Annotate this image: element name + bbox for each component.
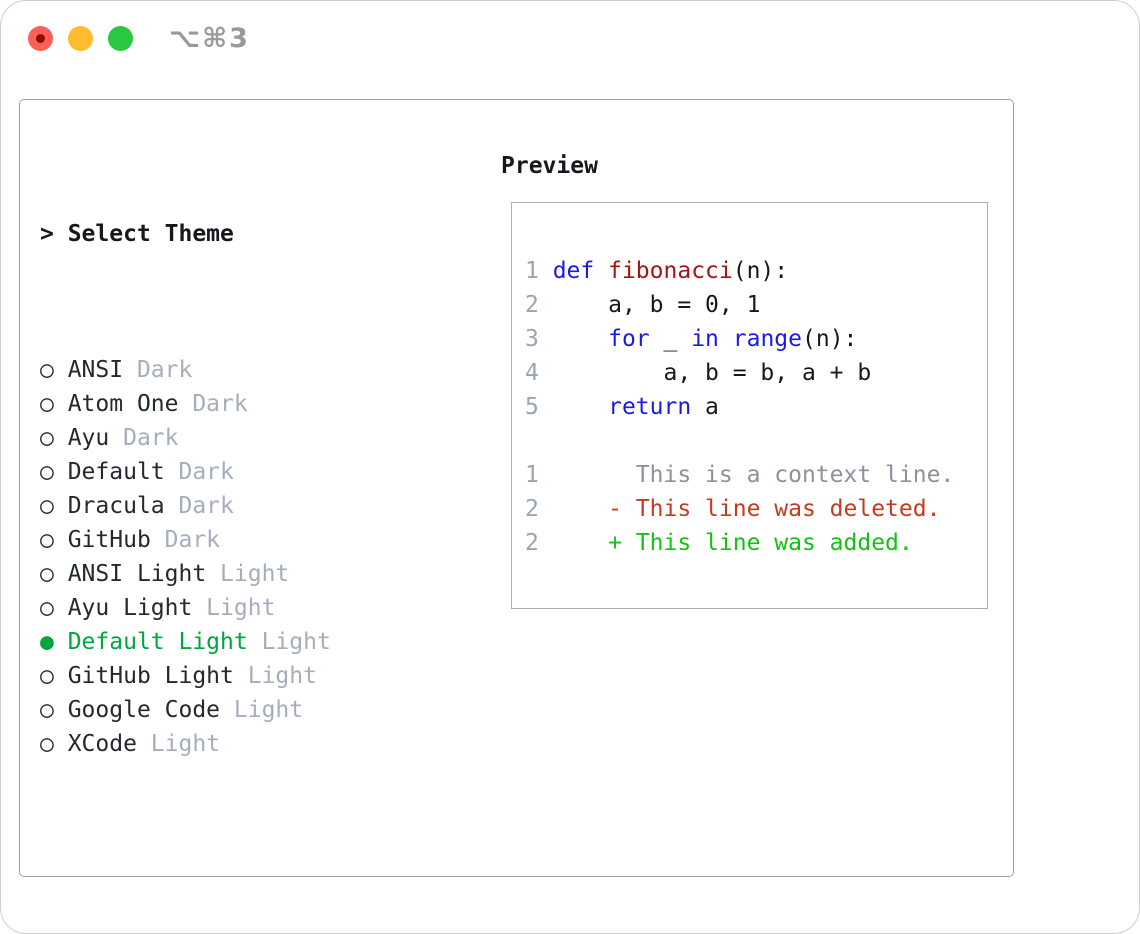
code-line: 5 return a (525, 394, 719, 420)
code-line: 4 a, b = b, a + b (525, 360, 872, 386)
preview-box: 1 def fibonacci(n): 2 a, b = 0, 1 3 for _ … (511, 202, 988, 609)
theme-option-github-light[interactable]: ○ GitHub Light Light (40, 659, 428, 693)
option-label: GitHub Light (67, 663, 234, 689)
close-button-dot-icon (36, 34, 45, 43)
option-variant: Light (192, 595, 276, 621)
radio-icon: ○ (40, 561, 68, 587)
select-theme-header: > Select Theme (40, 217, 428, 251)
option-variant: Dark (164, 459, 234, 485)
option-variant: Light (220, 697, 304, 723)
option-label: Ayu (67, 425, 110, 451)
radio-icon: ○ (40, 391, 68, 417)
option-label: Ayu Light (67, 595, 193, 621)
option-label: Default Light (67, 629, 248, 655)
theme-option-ansi[interactable]: ○ ANSI Dark (40, 353, 428, 387)
option-variant: Light (136, 731, 221, 757)
radio-icon: ○ (40, 425, 68, 451)
radio-selected-icon: ● (40, 629, 68, 655)
option-label: XCode (67, 731, 137, 757)
spacer (40, 863, 428, 897)
code-line: 2 + This line was added. (525, 530, 913, 556)
theme-option-ansi-light[interactable]: ○ ANSI Light Light (40, 557, 428, 591)
radio-icon: ○ (40, 595, 68, 621)
code-line (525, 424, 954, 458)
option-variant: Light (247, 629, 331, 655)
radio-icon: ○ (40, 357, 68, 383)
select-theme-label: Select Theme (67, 221, 234, 247)
option-variant: Dark (150, 527, 221, 553)
titlebar[interactable]: ⌥⌘3 (1, 1, 1139, 73)
option-label: Dracula (67, 493, 165, 519)
radio-icon: ○ (40, 459, 68, 485)
preview-header: Preview (501, 153, 598, 179)
code-line: 1 def fibonacci(n): (525, 258, 789, 284)
radio-icon: ○ (40, 697, 68, 723)
option-variant: Light (233, 663, 317, 689)
radio-icon: ○ (40, 663, 68, 689)
radio-icon: ○ (40, 493, 68, 519)
option-label: ANSI (67, 357, 124, 383)
close-button[interactable] (28, 26, 53, 51)
option-label: ANSI Light (67, 561, 207, 587)
theme-option-default-light[interactable]: ● Default Light Light (40, 625, 428, 659)
zoom-button[interactable] (108, 26, 133, 51)
code-line: 3 for _ in range(n): (525, 326, 858, 352)
option-label: Google Code (67, 697, 221, 723)
radio-icon: ○ (40, 731, 68, 757)
minimize-button[interactable] (68, 26, 93, 51)
theme-option-github[interactable]: ○ GitHub Dark (40, 523, 428, 557)
radio-icon: ○ (40, 527, 68, 553)
window-title-shortcut: ⌥⌘3 (169, 23, 250, 54)
option-variant: Dark (178, 391, 248, 417)
theme-option-xcode[interactable]: ○ XCode Light (40, 727, 428, 761)
option-label: Default (67, 459, 165, 485)
theme-option-ayu[interactable]: ○ Ayu Dark (40, 421, 428, 455)
option-variant: Dark (164, 493, 234, 519)
option-variant: Dark (123, 357, 193, 383)
option-label: GitHub (67, 527, 151, 553)
option-variant: Light (206, 561, 290, 587)
theme-option-ayu-light[interactable]: ○ Ayu Light Light (40, 591, 428, 625)
theme-option-default[interactable]: ○ Default Dark (40, 455, 428, 489)
option-variant: Dark (109, 425, 179, 451)
theme-picker-panel: > Select Theme ○ ANSI Dark○ Atom One Dar… (19, 99, 1014, 877)
theme-option-atom-one[interactable]: ○ Atom One Dark (40, 387, 428, 421)
code-preview: 1 def fibonacci(n): 2 a, b = 0, 1 3 for _ … (525, 254, 954, 560)
code-line: 2 a, b = 0, 1 (525, 292, 761, 318)
code-line: 2 - This line was deleted. (525, 496, 941, 522)
theme-column: > Select Theme ○ ANSI Dark○ Atom One Dar… (40, 149, 428, 933)
code-line: 1 This is a context line. (525, 462, 955, 488)
theme-option-dracula[interactable]: ○ Dracula Dark (40, 489, 428, 523)
theme-list: ○ ANSI Dark○ Atom One Dark○ Ayu Dark○ De… (40, 353, 428, 761)
theme-option-google-code[interactable]: ○ Google Code Light (40, 693, 428, 727)
option-label: Atom One (67, 391, 179, 417)
prompt-icon: > (40, 221, 68, 247)
